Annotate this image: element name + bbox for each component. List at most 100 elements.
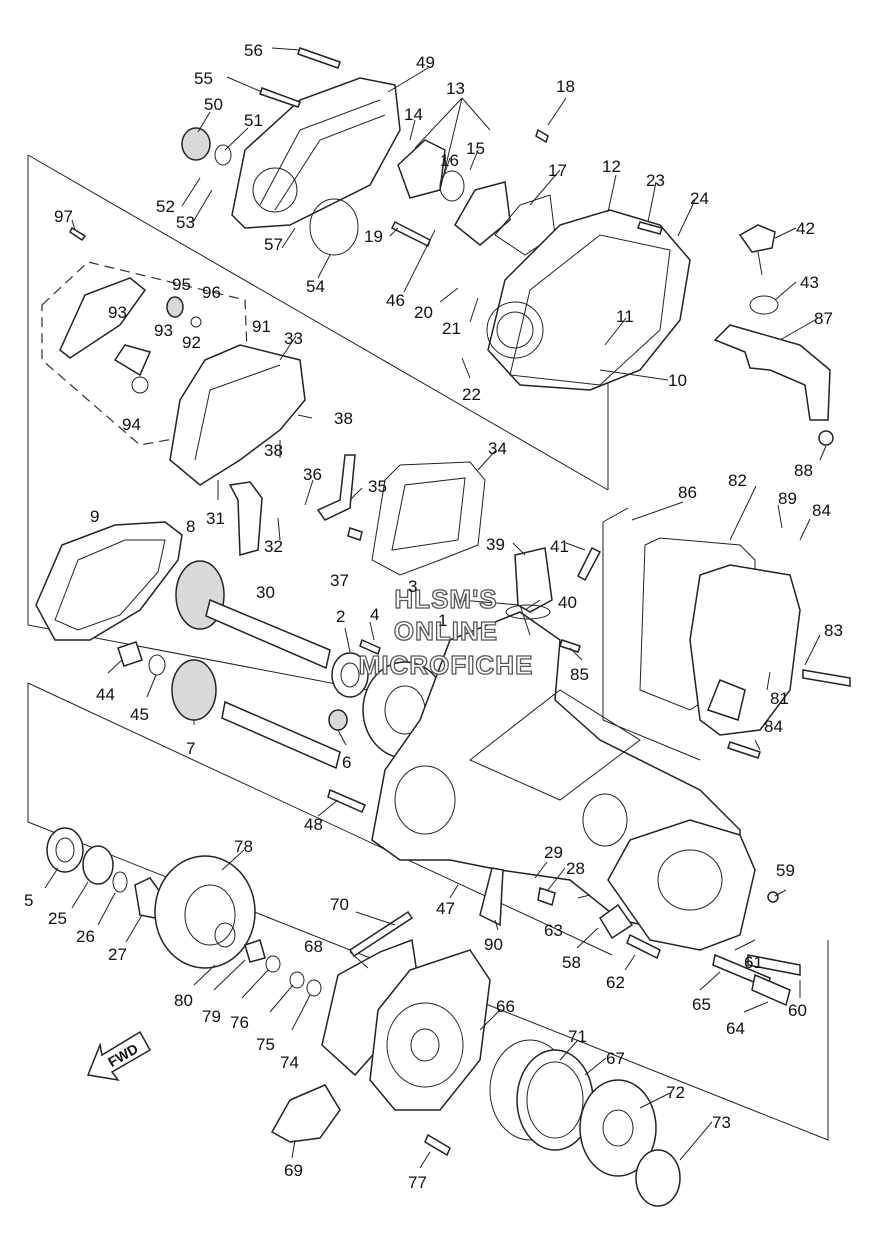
- callout-72: 72: [666, 1083, 685, 1102]
- callout-25: 25: [48, 909, 67, 928]
- callout-87: 87: [814, 309, 833, 328]
- leader-lines: [44, 47, 827, 1169]
- callout-71: 71: [568, 1027, 587, 1046]
- callout-12: 12: [602, 157, 621, 176]
- callout-47: 47: [436, 899, 455, 918]
- callout-91: 91: [252, 317, 271, 336]
- callout-58: 58: [562, 953, 581, 972]
- callout-96: 96: [202, 283, 221, 302]
- callout-28: 28: [566, 859, 585, 878]
- callout-50: 50: [204, 95, 223, 114]
- callout-52: 52: [156, 197, 175, 216]
- callout-8: 8: [186, 517, 195, 536]
- watermark-line-1: HLSM'S: [394, 584, 497, 614]
- callout-64: 64: [726, 1019, 745, 1038]
- callout-61: 61: [744, 953, 763, 972]
- callout-1: 1: [438, 611, 447, 630]
- callout-80: 80: [174, 991, 193, 1010]
- callout-93-lower: 93: [154, 321, 173, 340]
- callout-13: 13: [446, 79, 465, 98]
- callout-29: 29: [544, 843, 563, 862]
- callout-88: 88: [794, 461, 813, 480]
- callout-23: 23: [646, 171, 665, 190]
- callout-43: 43: [800, 273, 819, 292]
- callout-31: 31: [206, 509, 225, 528]
- callout-39: 39: [486, 535, 505, 554]
- callout-60: 60: [788, 1001, 807, 1020]
- callout-44: 44: [96, 685, 115, 704]
- callout-4: 4: [370, 605, 379, 624]
- callout-69: 69: [284, 1161, 303, 1180]
- callout-16: 16: [440, 151, 459, 170]
- fwd-arrow: FWD: [86, 1030, 152, 1082]
- callout-92: 92: [182, 333, 201, 352]
- callout-19: 19: [364, 227, 383, 246]
- callout-40: 40: [558, 593, 577, 612]
- callout-62: 62: [606, 973, 625, 992]
- callout-49: 49: [416, 53, 435, 72]
- callout-57: 57: [264, 235, 283, 254]
- part-shapes: [35, 47, 851, 1207]
- callout-75: 75: [256, 1035, 275, 1054]
- callout-33: 33: [284, 329, 303, 348]
- callout-77: 77: [408, 1173, 427, 1192]
- callout-53: 53: [176, 213, 195, 232]
- callout-45: 45: [130, 705, 149, 724]
- callout-26: 26: [76, 927, 95, 946]
- callout-48: 48: [304, 815, 323, 834]
- callout-94: 94: [122, 415, 141, 434]
- callout-5: 5: [24, 891, 33, 910]
- callout-95: 95: [172, 275, 191, 294]
- reference-frames: [27, 154, 829, 1141]
- callout-11: 11: [616, 307, 634, 326]
- callout-70: 70: [330, 895, 349, 914]
- callout-79: 79: [202, 1007, 221, 1026]
- callout-63: 63: [544, 921, 563, 940]
- callout-labels: 56 49 55 13 18 50 51 14 16 15 17 12 23 2…: [24, 41, 843, 1192]
- callout-86: 86: [678, 483, 697, 502]
- callout-34: 34: [488, 439, 507, 458]
- callout-38-lower: 38: [264, 441, 283, 460]
- callout-38-upper: 38: [334, 409, 353, 428]
- watermark-line-3: MICROFICHE: [359, 650, 534, 680]
- callout-3: 3: [408, 577, 417, 596]
- callout-17: 17: [548, 161, 567, 180]
- watermark-line-2: ONLINE: [394, 616, 498, 646]
- callout-32: 32: [264, 537, 283, 556]
- callout-18: 18: [556, 77, 575, 96]
- callout-54: 54: [306, 277, 325, 296]
- callout-93-upper: 93: [108, 303, 127, 322]
- callout-90: 90: [484, 935, 503, 954]
- callout-6: 6: [342, 753, 351, 772]
- callout-14: 14: [404, 105, 423, 124]
- watermark: HLSM'S ONLINE MICROFICHE: [358, 583, 534, 680]
- callout-22: 22: [462, 385, 481, 404]
- callout-67: 67: [606, 1049, 625, 1068]
- callout-84-lower: 84: [764, 717, 783, 736]
- callout-41: 41: [550, 537, 569, 556]
- callout-42: 42: [796, 219, 815, 238]
- callout-2: 2: [336, 607, 345, 626]
- callout-46: 46: [386, 291, 405, 310]
- callout-85: 85: [570, 665, 589, 684]
- callout-76: 76: [230, 1013, 249, 1032]
- callout-30: 30: [256, 583, 275, 602]
- callout-35: 35: [368, 477, 387, 496]
- callout-83: 83: [824, 621, 843, 640]
- callout-51: 51: [244, 111, 263, 130]
- callout-21: 21: [442, 319, 461, 338]
- callout-82: 82: [728, 471, 747, 490]
- callout-24: 24: [690, 189, 709, 208]
- callout-36: 36: [303, 465, 322, 484]
- callout-56: 56: [244, 41, 263, 60]
- callout-55: 55: [194, 69, 213, 88]
- callout-97: 97: [54, 207, 73, 226]
- callout-65: 65: [692, 995, 711, 1014]
- callout-10: 10: [668, 371, 687, 390]
- callout-68: 68: [304, 937, 323, 956]
- callout-81: 81: [770, 689, 789, 708]
- callout-7: 7: [186, 739, 195, 758]
- callout-84-upper: 84: [812, 501, 831, 520]
- callout-73: 73: [712, 1113, 731, 1132]
